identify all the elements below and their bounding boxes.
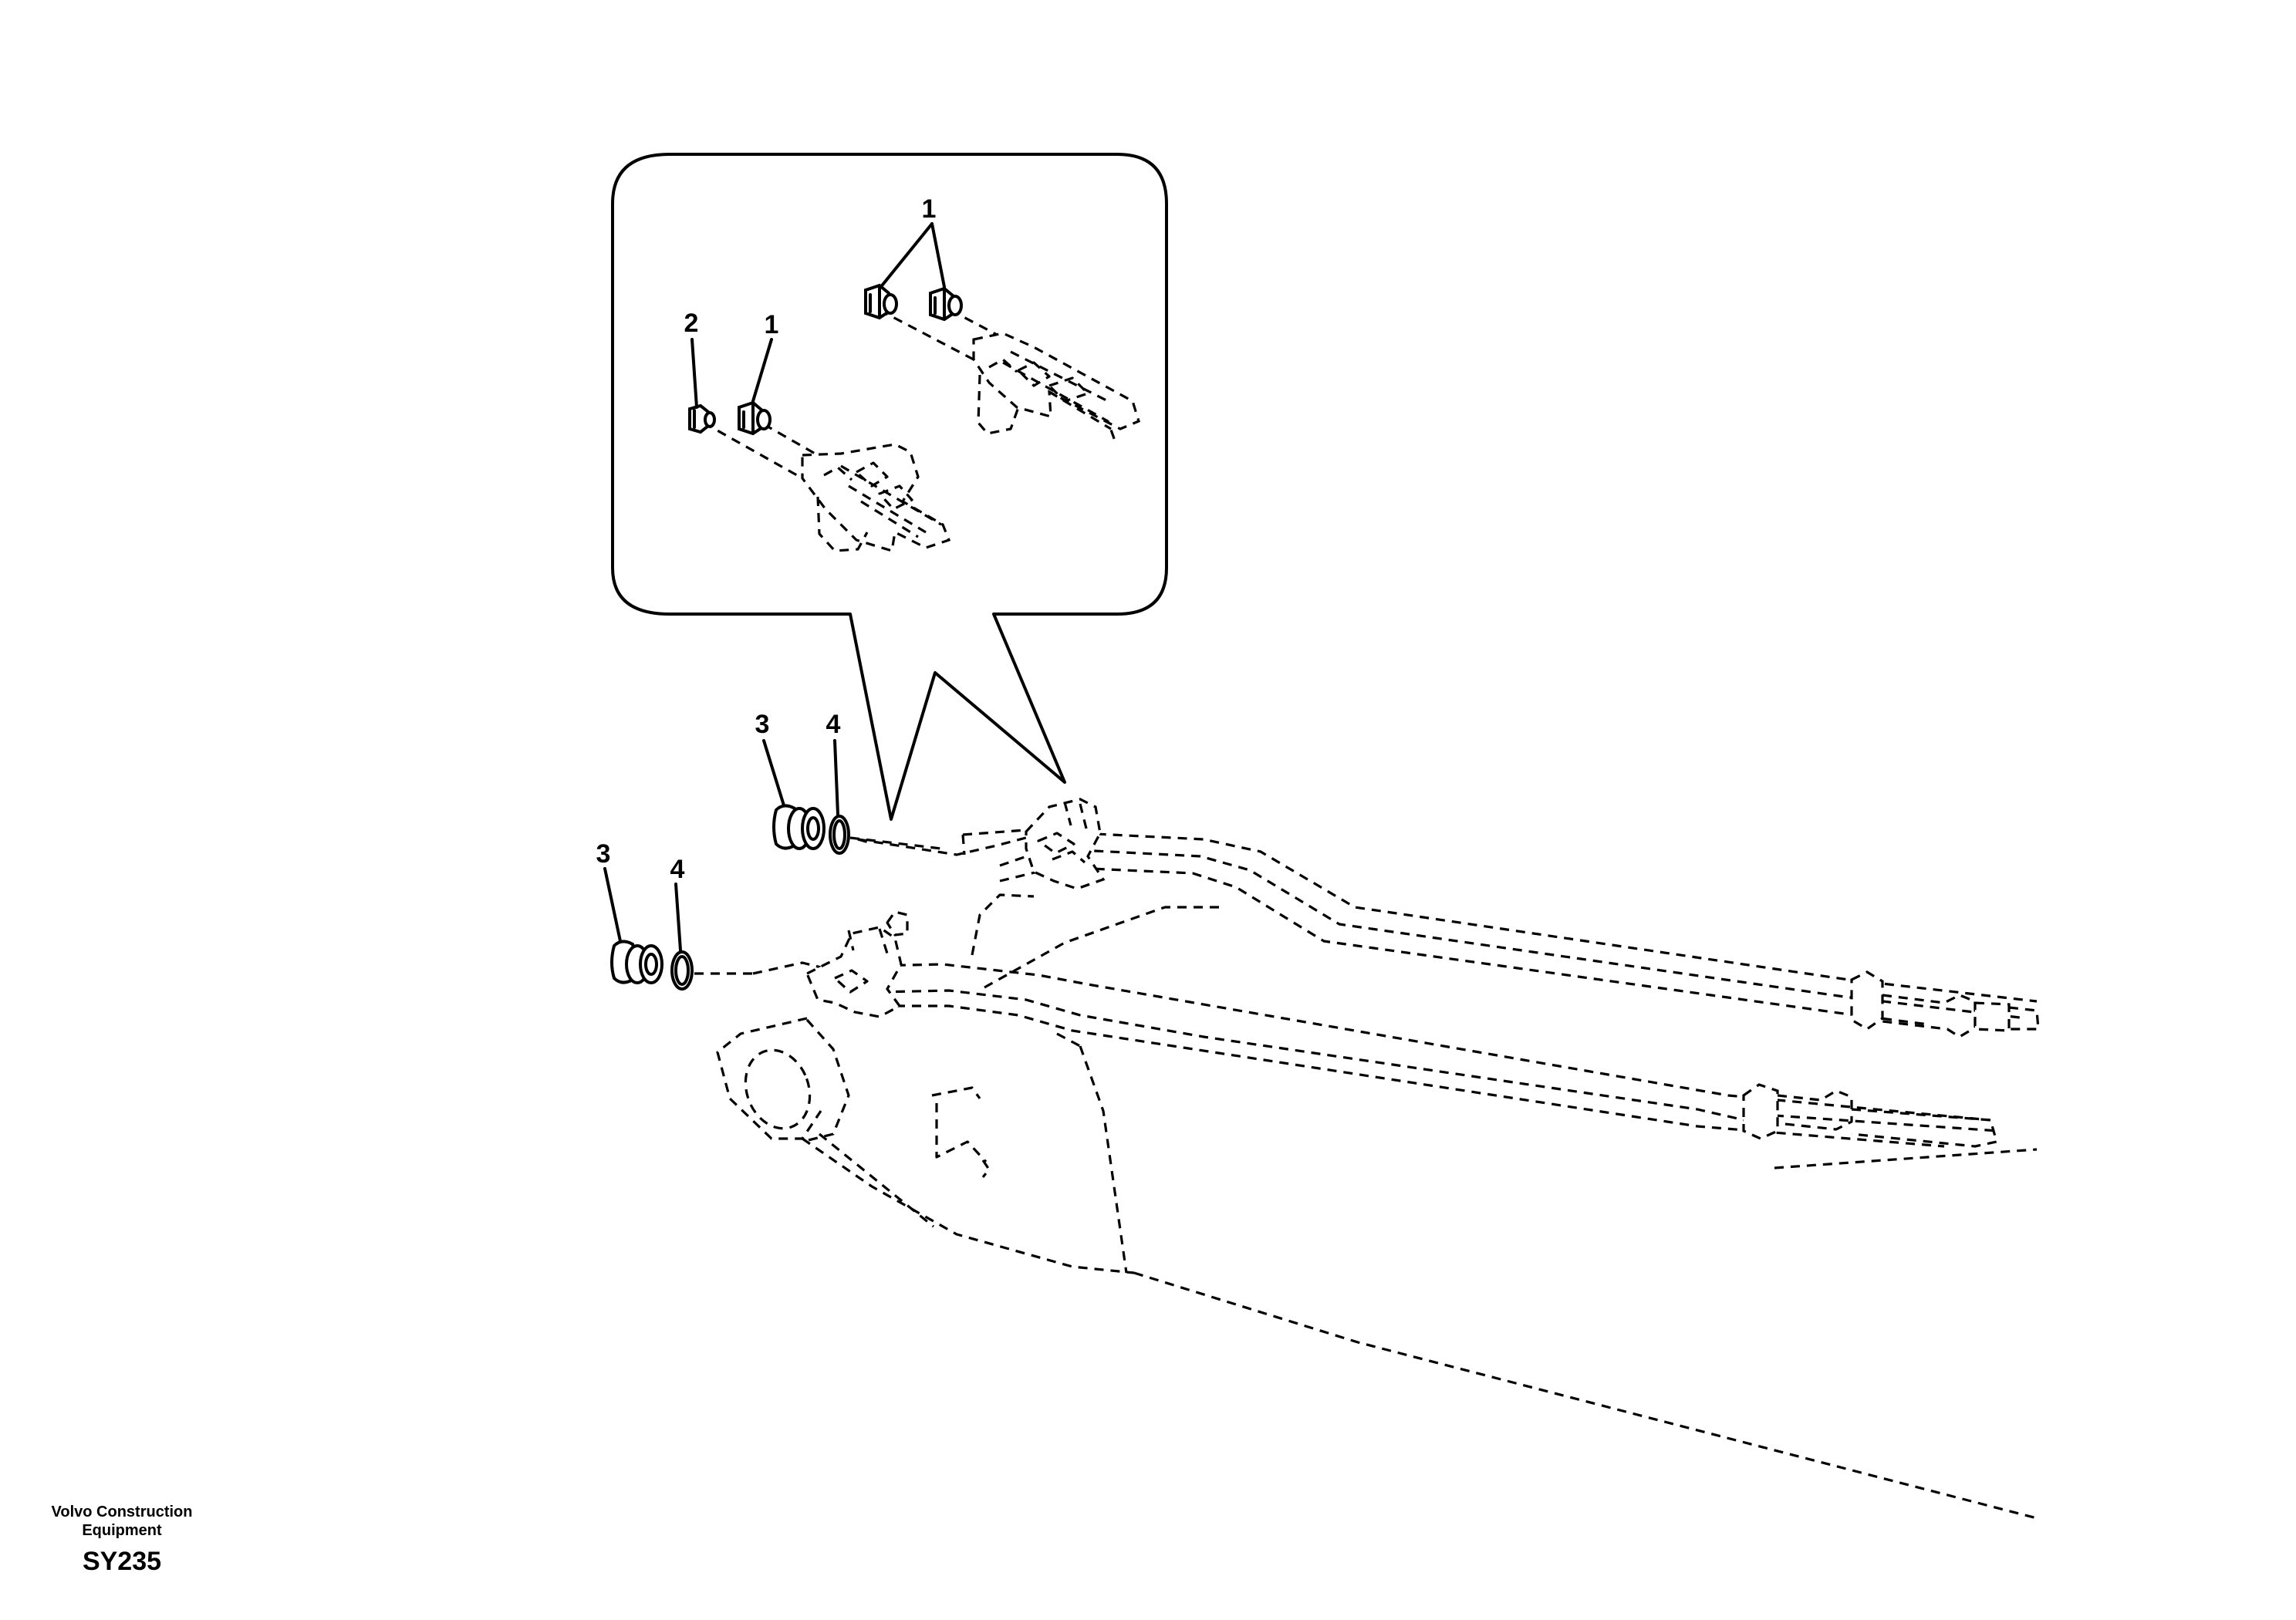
callout-4-upper: 4 <box>826 710 841 739</box>
hex-nut-1-upper-right <box>929 286 963 322</box>
o-ring-4-upper <box>829 815 850 855</box>
company-name-line2: Equipment <box>82 1522 162 1539</box>
detail-valve-lower <box>703 421 951 553</box>
callout-3-lower: 3 <box>596 839 611 869</box>
leader-1c <box>751 338 773 403</box>
callout-1-detail-top: 1 <box>922 194 937 224</box>
leader-1b <box>930 222 946 289</box>
leader-1a <box>878 222 934 290</box>
leader-4-upper <box>833 739 839 816</box>
leader-4-lower <box>674 883 682 952</box>
callout-4-lower: 4 <box>670 855 685 884</box>
leader-3-lower <box>603 867 622 943</box>
model-code: SY235 <box>82 1547 162 1576</box>
fitting-3-lower <box>610 940 663 984</box>
callout-2-detail: 2 <box>684 309 699 338</box>
plug-2 <box>688 403 716 434</box>
footer-brand-block: Volvo Construction Equipment SY235 <box>29 1503 214 1578</box>
detail-bubble-outline <box>611 153 1168 821</box>
leader-3-upper <box>762 739 785 807</box>
callout-3-upper: 3 <box>755 710 770 739</box>
company-name-line1: Volvo Construction <box>51 1504 193 1520</box>
hex-nut-1-upper-left <box>864 283 898 320</box>
main-boom-assembly <box>716 798 2040 1520</box>
upper-explode-line <box>857 838 869 844</box>
callout-1-detail-left: 1 <box>765 310 779 339</box>
leader-2 <box>690 338 698 409</box>
o-ring-4-lower <box>670 950 694 991</box>
fitting-3-upper <box>772 804 826 850</box>
detail-valve-upper <box>879 309 1140 444</box>
hex-nut-1-lower <box>738 400 772 436</box>
